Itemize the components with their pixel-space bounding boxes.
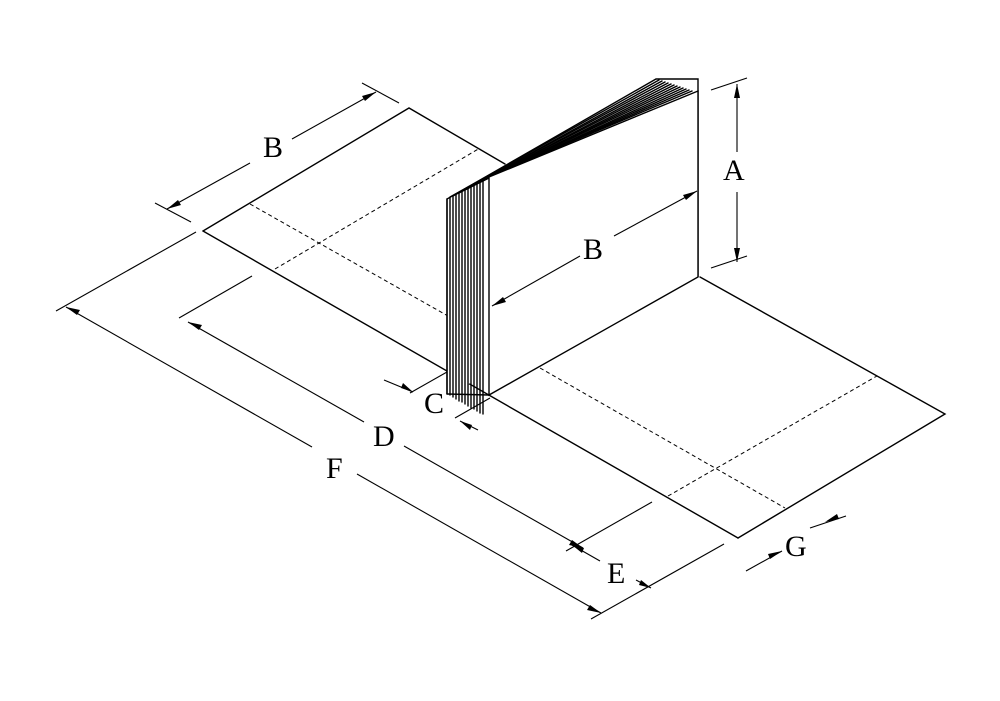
- fold-line-right-2: [667, 375, 878, 497]
- label-c: C: [424, 387, 444, 420]
- label-d: D: [373, 420, 395, 453]
- dimension-c: C: [383, 371, 491, 431]
- fold-line-left-1: [249, 203, 449, 317]
- dimension-b-panel: B: [491, 190, 698, 307]
- fold-line-right-1: [539, 367, 786, 509]
- label-a: A: [723, 154, 745, 187]
- base-sheet: [202, 107, 947, 539]
- label-f: F: [326, 452, 343, 485]
- dimension-f: F: [55, 231, 725, 620]
- dimension-e: E: [571, 544, 652, 590]
- label-g: G: [785, 530, 807, 563]
- dimension-d: D: [178, 275, 653, 552]
- stack-front-face: [488, 89, 699, 397]
- dimension-b-top: B: [154, 82, 400, 223]
- fold-line-left-2: [274, 147, 481, 270]
- dimension-a: A: [710, 77, 748, 269]
- label-b-top: B: [263, 131, 283, 164]
- label-b-panel: B: [583, 233, 603, 266]
- label-e: E: [607, 557, 625, 590]
- dimension-g: G: [745, 514, 847, 572]
- sheet-stack: [446, 78, 699, 415]
